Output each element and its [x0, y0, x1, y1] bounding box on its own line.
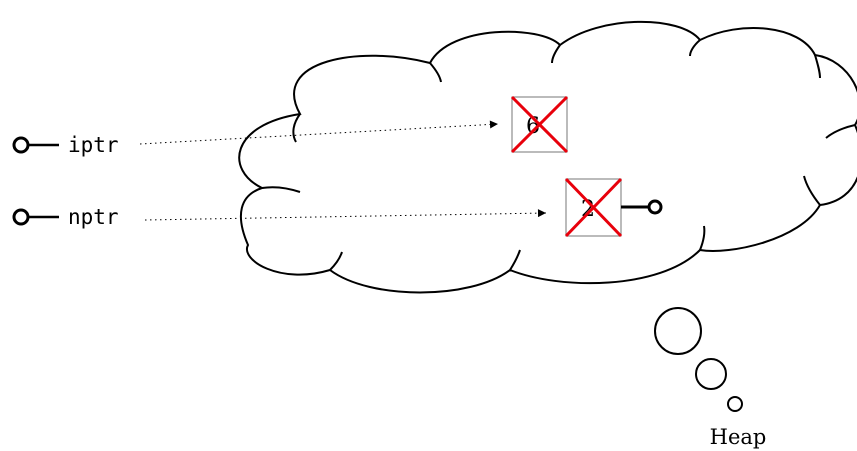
thought-bubble-large [655, 308, 701, 354]
pointer-label: iptr [68, 133, 119, 157]
circle-icon [14, 138, 28, 152]
heap-cell-1: 6 [512, 97, 567, 152]
heap-label: Heap [710, 425, 767, 449]
heap-cloud [239, 22, 857, 293]
circle-icon [14, 210, 28, 224]
thought-bubble-medium [696, 359, 726, 389]
circle-icon [649, 201, 661, 213]
pointer-label: nptr [68, 205, 119, 229]
thought-bubble-small [728, 397, 742, 411]
